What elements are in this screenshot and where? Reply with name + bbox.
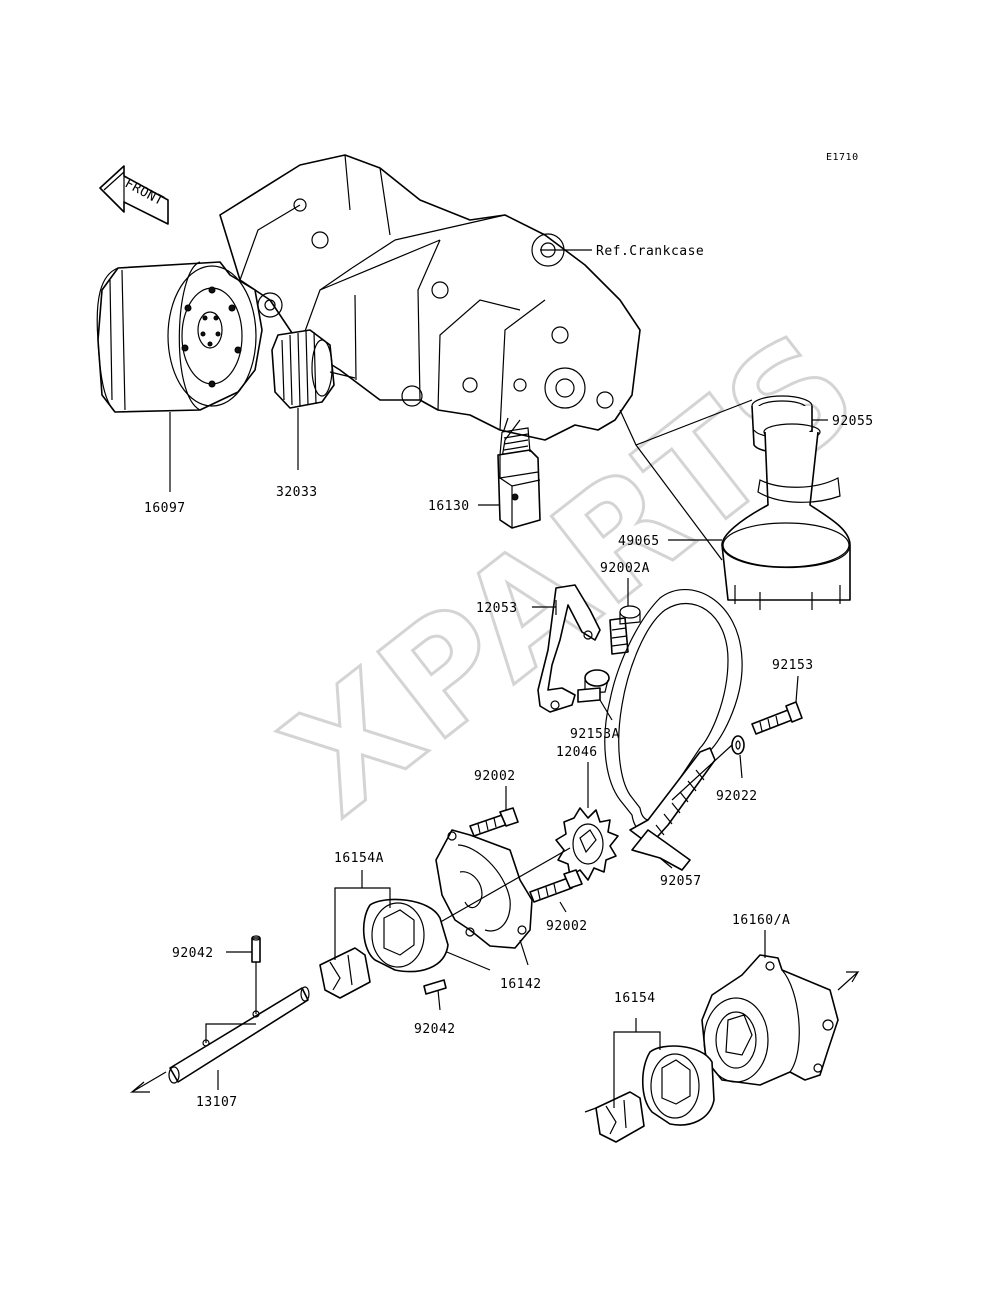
part-label-32033: 32033: [276, 485, 318, 500]
washer-92022: [731, 735, 745, 755]
crankcase-illustration: [219, 154, 641, 471]
part-label-92022: 92022: [716, 789, 758, 804]
part-label-49065: 49065: [618, 534, 660, 549]
leader-16154: [613, 1018, 661, 1108]
oil-filter: [96, 261, 263, 413]
pin-92042-lower: [423, 979, 447, 995]
bolt-92153: [751, 701, 803, 735]
front-arrow-icon: FRONT: [99, 165, 169, 225]
leader-92042-lower: [437, 989, 441, 1011]
pump-cover-16142: [435, 829, 533, 949]
pin-92042-upper: [251, 935, 261, 963]
part-label-92057: 92057: [660, 874, 702, 889]
chain-guide-12053: [537, 584, 601, 713]
drive-chain-92057: [604, 588, 743, 871]
bolt-92002-upper: [469, 807, 519, 837]
bolt-92002-lower: [529, 869, 583, 903]
part-label-12046: 12046: [556, 745, 598, 760]
leader-92153A: [599, 699, 613, 721]
shaft-axis-upper: [429, 847, 571, 929]
part-label-13107: 13107: [196, 1095, 238, 1110]
part-label-16154: 16154: [614, 991, 656, 1006]
pump-body-16160A: [701, 954, 860, 1086]
fitting-16130-ref: [503, 417, 509, 431]
bolt-92002A: [609, 605, 641, 655]
part-label-92042-lower: 92042: [414, 1022, 456, 1037]
leader-12053: [532, 600, 557, 615]
leader-92002-lower: [559, 901, 567, 913]
part-label-92055: 92055: [832, 414, 874, 429]
part-label-92042-upper: 92042: [172, 946, 214, 961]
fitting-16130: [497, 427, 541, 529]
ref-line-92022: [671, 744, 733, 801]
part-label-16142: 16142: [500, 977, 542, 992]
ref-line-49065: [635, 444, 723, 561]
connector-16154: [584, 1107, 597, 1113]
leader-16154A: [334, 870, 391, 960]
part-label-92002-lower: 92002: [546, 919, 588, 934]
strainer-49065: [721, 423, 851, 610]
part-label-92002-upper: 92002: [474, 769, 516, 784]
rotor-set-16154A: [319, 898, 449, 999]
part-label-92153A: 92153A: [570, 727, 620, 742]
leader-92153: [795, 675, 799, 703]
part-label-92002A: 92002A: [600, 561, 650, 576]
shaft-axis-lower: [441, 949, 491, 971]
reference-label: Ref.Crankcase: [596, 244, 704, 259]
leader-92057: [659, 857, 673, 869]
part-label-16130: 16130: [428, 499, 470, 514]
leader-13107: [205, 962, 257, 1090]
leader-92022: [739, 754, 743, 779]
rotor-set-16154: [595, 1045, 715, 1143]
pipe-fitting: [271, 329, 335, 409]
shaft-13107: [129, 986, 310, 1093]
diagram-code: E1710: [826, 152, 859, 163]
leader-32033-ref: [329, 294, 357, 381]
part-label-16160A: 16160/A: [732, 913, 790, 928]
part-label-16154A: 16154A: [334, 851, 384, 866]
leader-16142: [519, 939, 529, 966]
part-label-12053: 12053: [476, 601, 518, 616]
part-label-92153: 92153: [772, 658, 814, 673]
sprocket-12046: [555, 807, 619, 881]
part-label-16097: 16097: [144, 501, 186, 516]
